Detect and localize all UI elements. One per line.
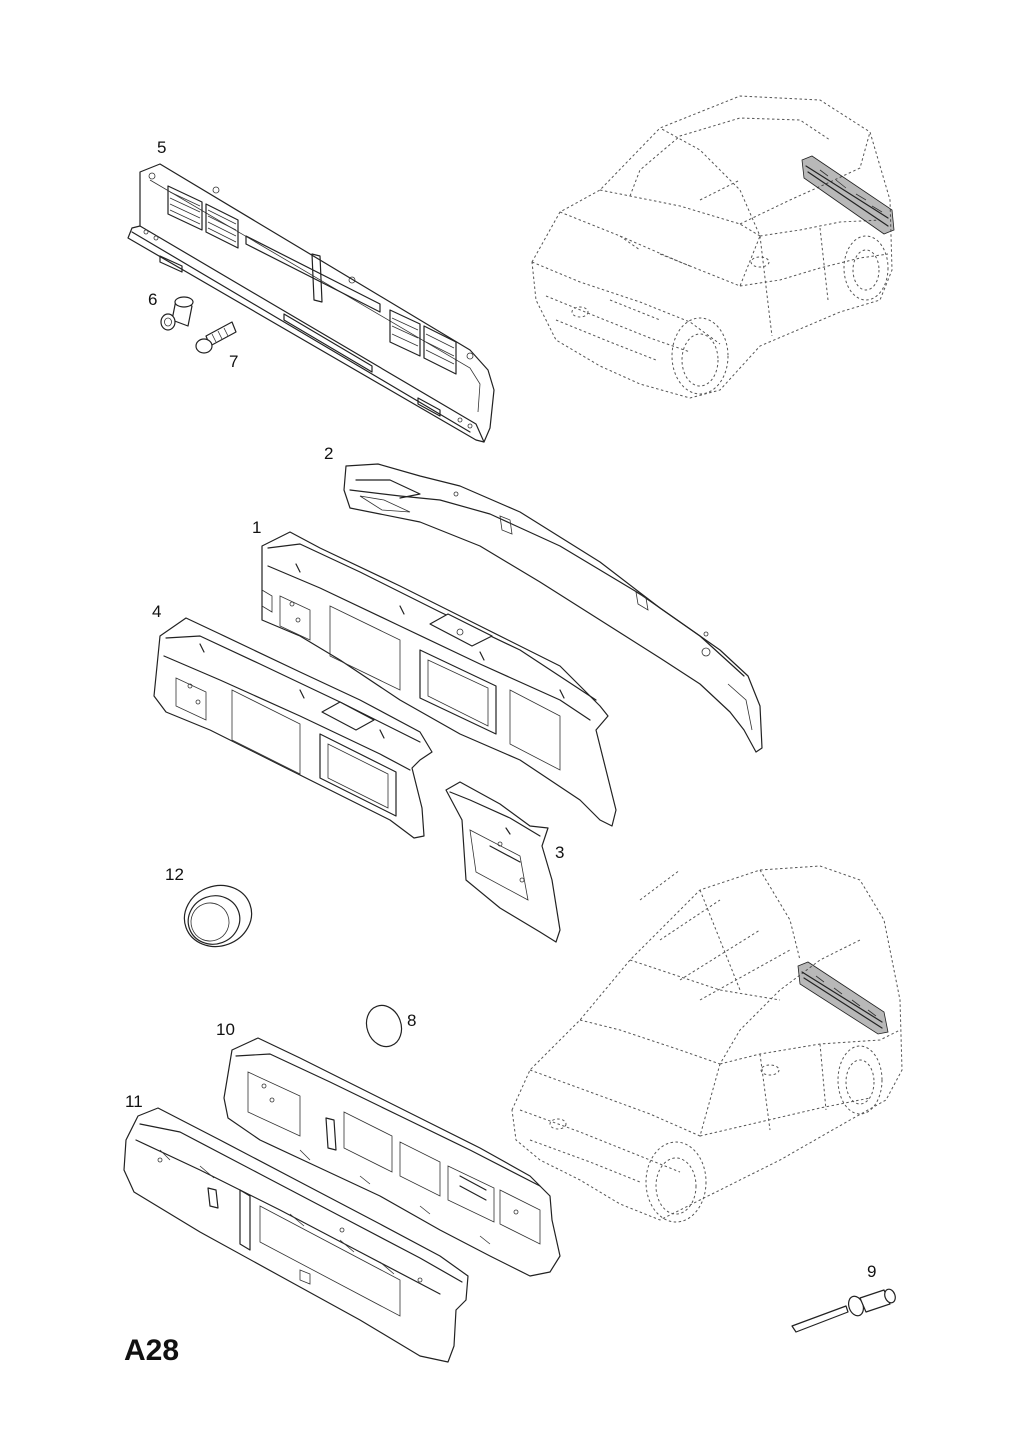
callout-3: 3 bbox=[555, 843, 564, 862]
part-3-side-bracket[interactable] bbox=[445, 781, 561, 943]
callout-1: 1 bbox=[252, 518, 261, 537]
page-code: A28 bbox=[124, 1334, 179, 1367]
callout-6: 6 bbox=[148, 290, 157, 309]
callout-10: 10 bbox=[216, 1020, 235, 1039]
part-2-upper-crossmember[interactable] bbox=[343, 463, 763, 753]
highlighted-part-location-car2 bbox=[797, 961, 889, 1035]
part-7-screw[interactable] bbox=[195, 321, 237, 354]
part-12-grommet[interactable] bbox=[176, 876, 260, 956]
part-8-plug[interactable] bbox=[361, 1000, 407, 1051]
callout-11: 11 bbox=[125, 1092, 143, 1111]
highlighted-part-location-car1 bbox=[801, 155, 895, 235]
callout-labels: 5 6 7 2 1 4 3 12 10 8 11 9 bbox=[125, 138, 876, 1281]
part-11-floor-panel[interactable] bbox=[123, 1107, 469, 1363]
part-10-lower-panel[interactable] bbox=[223, 1037, 561, 1277]
callout-4: 4 bbox=[152, 602, 161, 621]
left-vent-grille bbox=[167, 185, 239, 249]
part-5-rear-shelf-panel[interactable] bbox=[127, 163, 495, 443]
right-vent-grille bbox=[389, 309, 457, 375]
part-1-dash-panel[interactable] bbox=[261, 531, 617, 827]
callout-2: 2 bbox=[324, 444, 333, 463]
part-6-push-clip[interactable] bbox=[160, 296, 194, 331]
callout-7: 7 bbox=[229, 352, 238, 371]
callout-12: 12 bbox=[165, 865, 184, 884]
vehicle-outline-hatchback bbox=[531, 95, 895, 399]
callout-8: 8 bbox=[407, 1011, 416, 1030]
callout-5: 5 bbox=[157, 138, 166, 157]
vehicle-outline-van bbox=[511, 865, 903, 1223]
part-9-rivet[interactable] bbox=[791, 1288, 897, 1333]
part-4-dash-panel-alt[interactable] bbox=[153, 617, 433, 839]
callout-9: 9 bbox=[867, 1262, 876, 1281]
